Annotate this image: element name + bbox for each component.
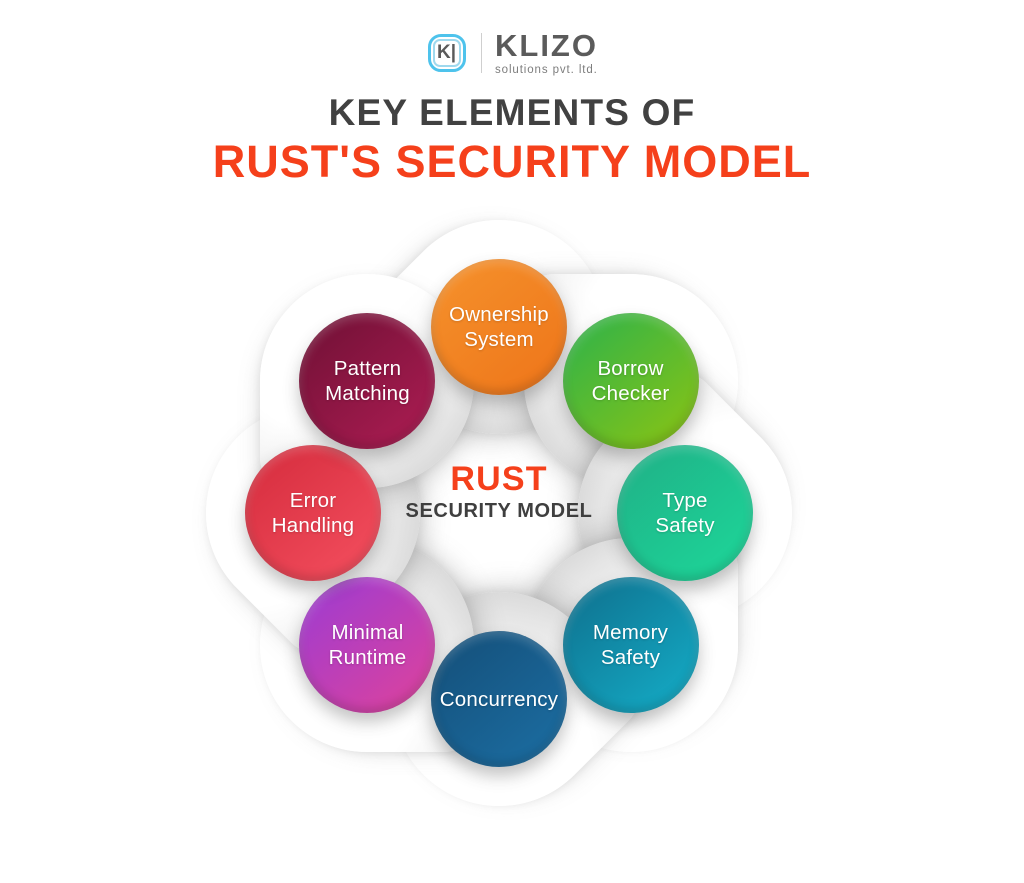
klizo-bracket-k-icon: K| <box>426 31 470 75</box>
wheel-node-concurrency[interactable]: Concurrency <box>431 631 567 767</box>
logo-outer-frame <box>428 34 466 72</box>
wheel-node-label-line1: Minimal <box>331 620 404 644</box>
wheel-node-label-line2: Matching <box>325 382 410 406</box>
wheel-node-label: Concurrency <box>439 687 559 711</box>
logo-k-glyph: K| <box>437 42 457 63</box>
center-subtitle: SECURITY MODEL <box>405 500 593 522</box>
wheel-node-label-line1: Borrow <box>597 357 664 381</box>
wheel-node-label-line1: Memory <box>592 620 669 644</box>
logo-wordmark: KLIZO solutions pvt. ltd. <box>495 27 598 77</box>
center-title: RUST <box>450 460 548 498</box>
wheel-center-label: RUST SECURITY MODEL <box>349 461 649 523</box>
title-line-2: RUST'S SECURITY MODEL <box>212 136 812 187</box>
wheel-node-label-line2: Handling <box>271 514 355 537</box>
wheel-node-label-line1: Ownership <box>449 303 549 326</box>
logo-inner-frame <box>433 39 461 67</box>
wheel-node-label-line1: Error <box>289 489 337 512</box>
wheel-node-label-line2: Runtime <box>328 645 407 669</box>
title-line-1: KEY ELEMENTS OF <box>328 92 696 133</box>
logo-divider <box>481 33 482 73</box>
wheel-node-label-line2: Safety <box>655 514 715 537</box>
wheel-node-label-line1: Pattern <box>333 357 402 381</box>
wheel-node-label-line2: Checker <box>591 382 670 406</box>
wheel-node-label-line2: System <box>464 328 534 351</box>
logo-company-name: KLIZO <box>495 27 598 63</box>
logo-tagline: solutions pvt. ltd. <box>495 63 598 76</box>
page-title: KEY ELEMENTS OF RUST'S SECURITY MODEL <box>0 92 1024 187</box>
wheel-node-label-line2: Safety <box>600 645 661 669</box>
wheel-node-label-line1: Type <box>662 489 708 512</box>
brand-logo: K| KLIZO solutions pvt. ltd. <box>0 24 1024 82</box>
